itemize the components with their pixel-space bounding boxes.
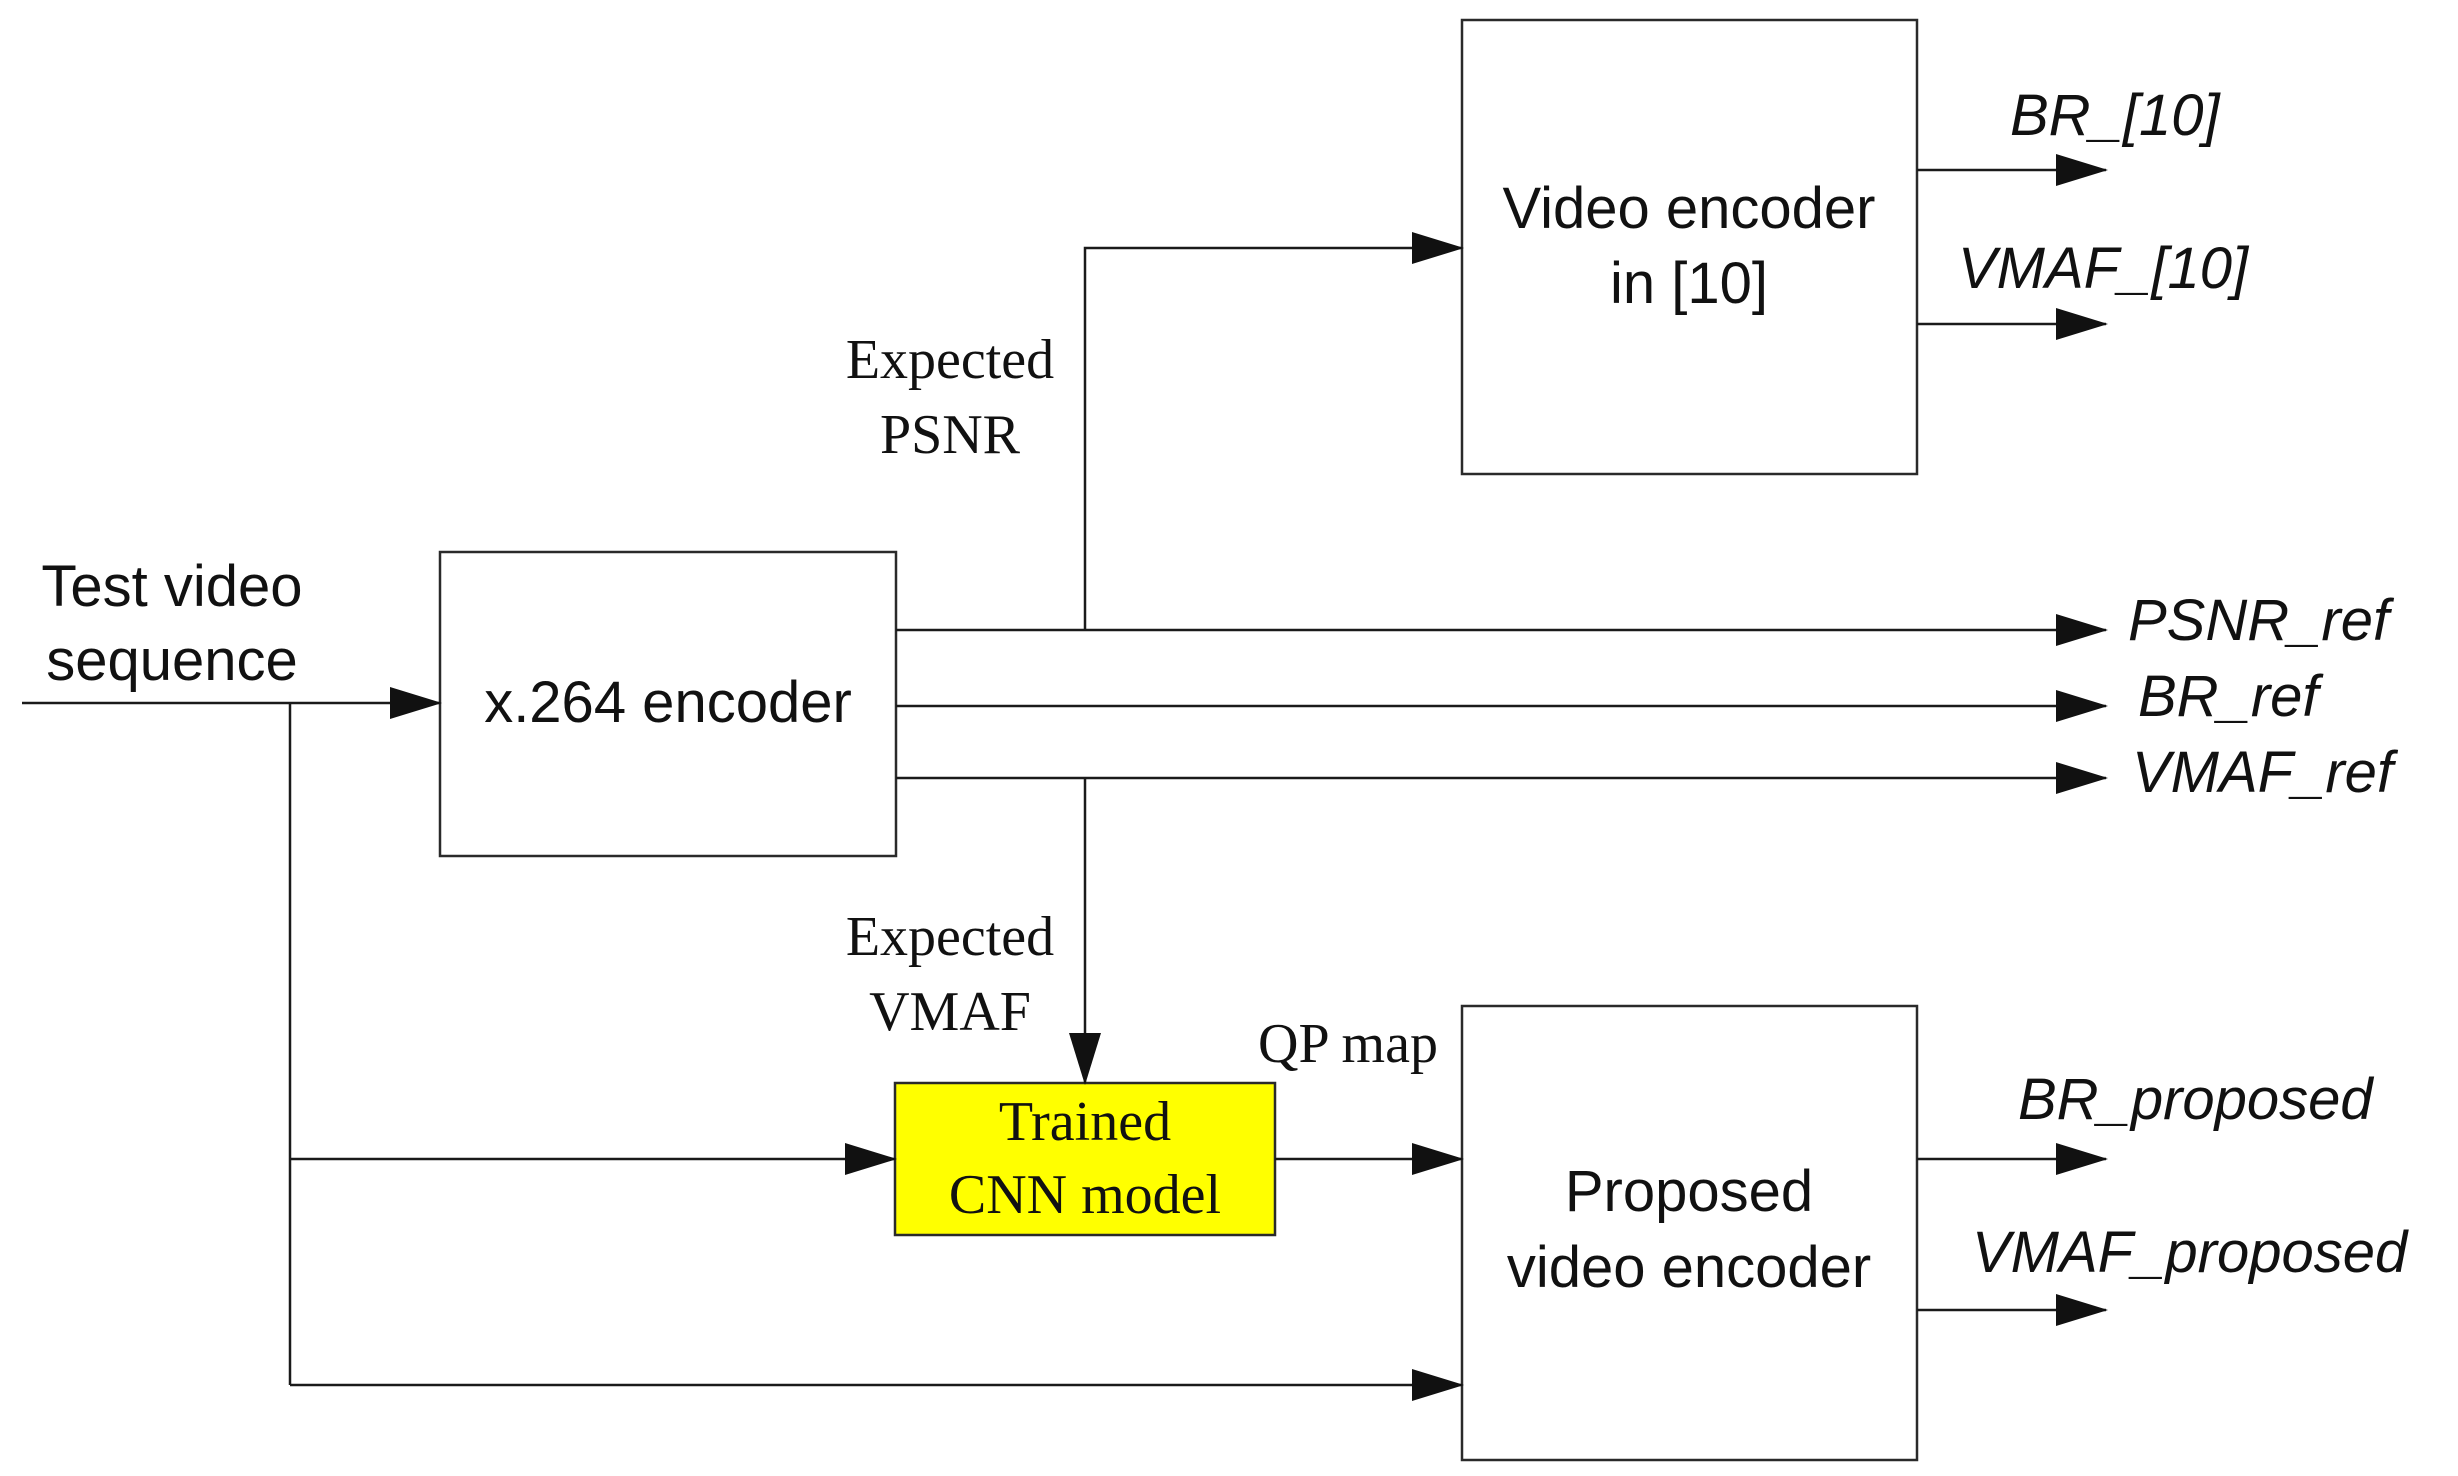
proposed-encoder-label-1: Proposed	[1565, 1159, 1813, 1224]
video-encoder-ref-box	[1460, 18, 1919, 476]
br-proposed-label: BR_proposed	[2018, 1067, 2374, 1132]
vmaf-ref-label: VMAF_ref	[2132, 740, 2399, 805]
expected-vmaf-label-1: Expected	[846, 906, 1054, 968]
expected-psnr-label-1: Expected	[846, 329, 1054, 391]
video-encoder-ref-label-1: Video encoder	[1502, 176, 1875, 241]
input-label-1: Test video	[41, 554, 302, 619]
trained-cnn-label-2: CNN model	[949, 1164, 1221, 1226]
br-10-label: BR_[10]	[2010, 83, 2221, 148]
input-label-2: sequence	[46, 628, 298, 693]
x264-encoder-label: x.264 encoder	[484, 670, 852, 735]
proposed-encoder-box	[1460, 1004, 1919, 1462]
expected-psnr-arrow	[1083, 232, 1464, 630]
expected-psnr-label-2: PSNR	[880, 404, 1021, 466]
psnr-ref-label: PSNR_ref	[2128, 588, 2395, 653]
br-ref-label: BR_ref	[2138, 664, 2324, 729]
expected-vmaf-label-2: VMAF	[869, 981, 1031, 1043]
proposed-encoder-label-2: video encoder	[1507, 1235, 1871, 1300]
qp-map-label: QP map	[1258, 1013, 1438, 1075]
vmaf-10-label: VMAF_[10]	[1958, 236, 2250, 301]
vmaf-proposed-label: VMAF_proposed	[1972, 1220, 2409, 1285]
trained-cnn-label-1: Trained	[999, 1091, 1171, 1153]
video-encoder-ref-label-2: in [10]	[1610, 251, 1768, 316]
x264-encoder-box	[438, 550, 898, 858]
trained-cnn-box	[893, 1081, 1277, 1237]
